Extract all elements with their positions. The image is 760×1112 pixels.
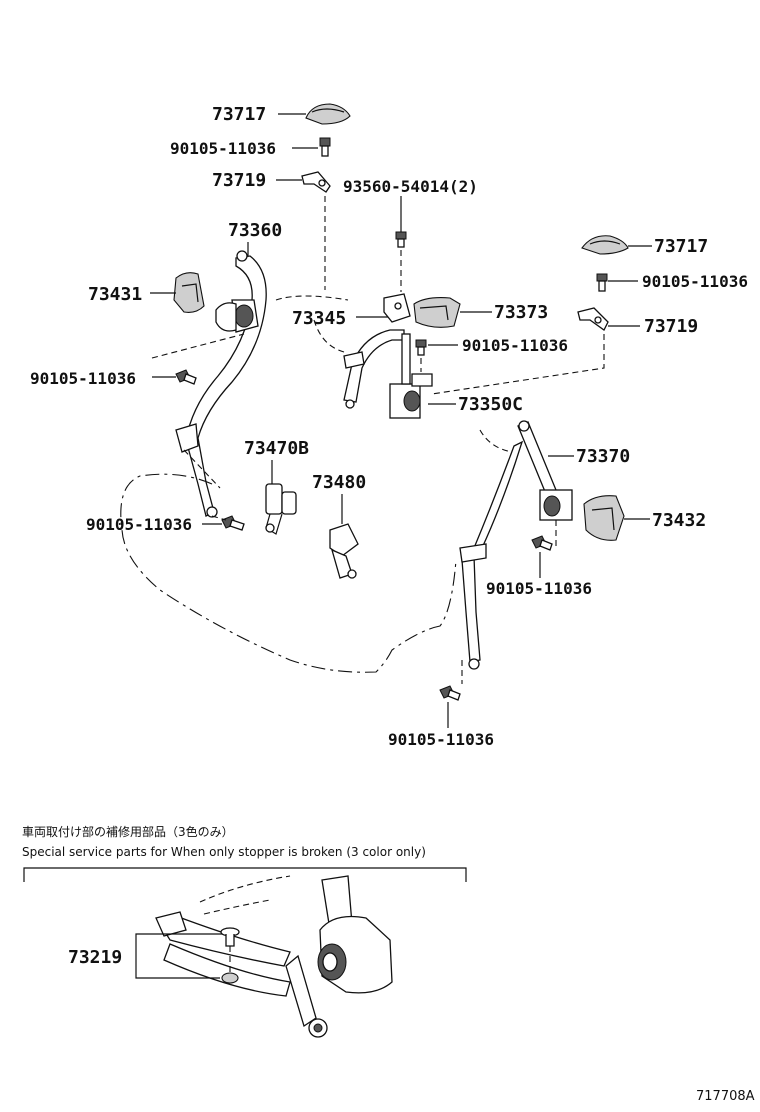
label-90105-d: 90105-11036 — [462, 336, 568, 355]
cover-73717-top — [305, 103, 351, 125]
label-73373: 73373 — [494, 302, 548, 323]
cover-73717-right — [581, 235, 629, 255]
bolt-93560 — [395, 231, 407, 248]
bolt-90105-c — [596, 273, 608, 292]
bolt-90105-g — [439, 685, 461, 701]
label-73350c: 73350C — [458, 394, 523, 415]
cover-73432 — [583, 495, 625, 541]
label-90105-a: 90105-11036 — [170, 139, 276, 158]
buckle-73480 — [329, 523, 359, 579]
bracket-73219 — [135, 933, 220, 979]
label-73345: 73345 — [292, 308, 346, 329]
guide-top-link — [275, 295, 349, 301]
guide-right-top — [431, 334, 605, 395]
seat-outline — [120, 473, 457, 673]
guide-left-upper — [151, 333, 245, 359]
label-73370: 73370 — [576, 446, 630, 467]
belt-73360 — [175, 250, 267, 518]
label-73480: 73480 — [312, 472, 366, 493]
guide-left-lower — [183, 449, 221, 489]
label-90105-b: 90105-11036 — [30, 369, 136, 388]
bolt-90105-b — [175, 369, 197, 385]
bolt-90105-a — [319, 137, 331, 157]
label-90105-c: 90105-11036 — [642, 272, 748, 291]
label-90105-g: 90105-11036 — [388, 730, 494, 749]
label-90105-f: 90105-11036 — [486, 579, 592, 598]
guide-73370-top — [479, 429, 513, 453]
note-english: Special service parts for When only stop… — [22, 845, 426, 859]
cover-73373 — [413, 297, 461, 328]
bracket-73719-right — [577, 307, 609, 331]
label-73719-top: 73719 — [212, 170, 266, 191]
bolt-90105-d — [415, 339, 427, 356]
belt-73370 — [459, 420, 573, 670]
bracket-73719-top — [301, 171, 331, 193]
label-93560: 93560-54014(2) — [343, 177, 478, 196]
buckle-73470b — [265, 483, 297, 535]
label-73719-right: 73719 — [644, 316, 698, 337]
note-bracket — [23, 867, 467, 882]
label-73717-top: 73717 — [212, 104, 266, 125]
cover-73431 — [173, 272, 205, 313]
note-japanese: 車両取付け部の補修用部品（3色のみ） — [22, 824, 234, 839]
label-73432: 73432 — [652, 510, 706, 531]
guide-center-left — [313, 319, 345, 353]
diagram-code: 717708A — [696, 1089, 755, 1104]
bolt-90105-e — [221, 515, 245, 531]
guide-90105-e — [211, 515, 227, 521]
label-73360: 73360 — [228, 220, 282, 241]
bolt-90105-f — [531, 535, 553, 551]
belt-73350c — [343, 329, 433, 419]
detail-illustration — [155, 875, 393, 1038]
label-90105-e: 90105-11036 — [86, 515, 192, 534]
label-73431: 73431 — [88, 284, 142, 305]
label-73219: 73219 — [68, 947, 122, 968]
anchor-73345 — [383, 293, 411, 323]
label-73717-right: 73717 — [654, 236, 708, 257]
label-73470b: 73470B — [244, 438, 309, 459]
